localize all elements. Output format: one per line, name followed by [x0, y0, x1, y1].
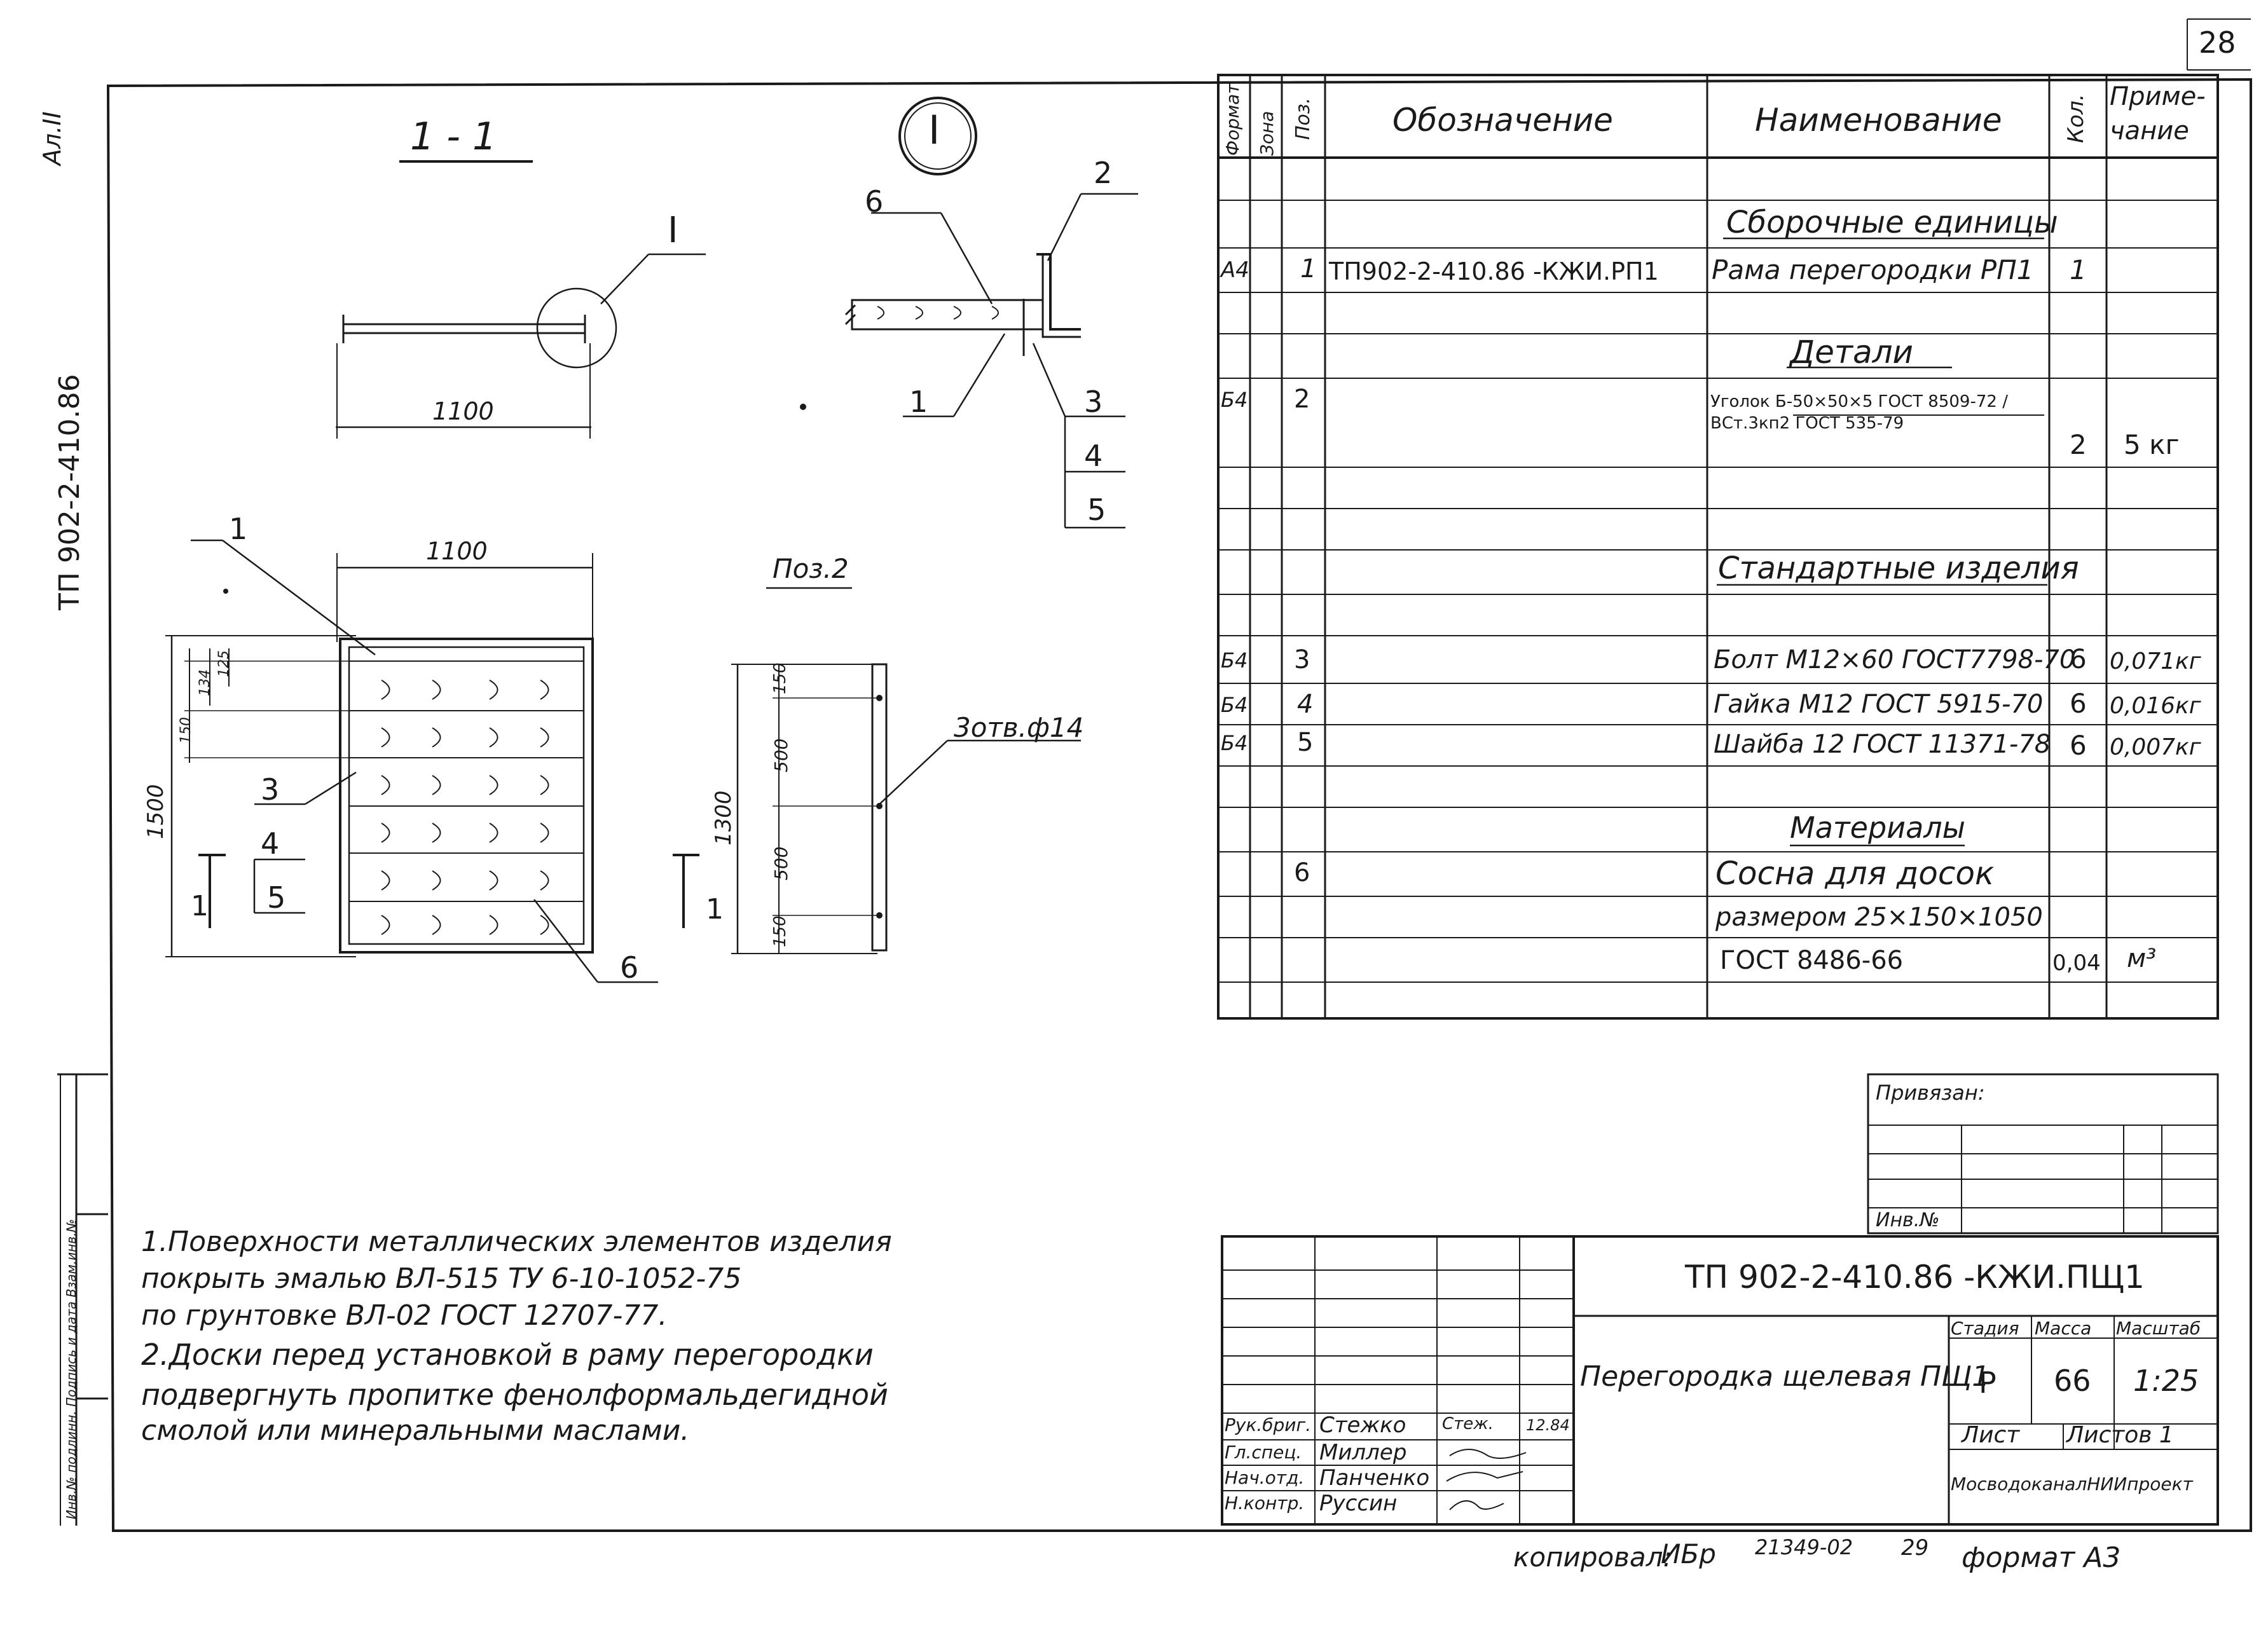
holes-label: 3отв.ф14: [954, 712, 1084, 743]
copied-label: копировал:: [1513, 1542, 1672, 1573]
note-line-5: подвергнуть пропитке фенолформальдегидно…: [141, 1378, 888, 1412]
sheets-label: Листов 1: [2066, 1422, 2174, 1448]
name-2: Миллер: [1319, 1440, 1407, 1465]
row-3-name: Болт М12×60 ГОСТ7798-70: [1714, 645, 2076, 674]
row-3-format: Б4: [1221, 648, 1248, 673]
row-2-pos: 2: [1294, 385, 1310, 414]
callout-mark: I: [668, 210, 678, 251]
leader-3: 3: [1084, 385, 1103, 419]
general-notes: 1.Поверхности металлических элементов из…: [141, 1224, 892, 1447]
binding-label: Привязан:: [1876, 1081, 1985, 1105]
leader-2: 2: [1094, 156, 1113, 190]
col-name-header: Наименование: [1755, 102, 2002, 139]
col-designation-header: Обозначение: [1392, 102, 1613, 139]
stage-label: Стадия: [1951, 1318, 2019, 1339]
row-5-pos: 5: [1297, 728, 1314, 757]
dim-1100-plan: 1100: [426, 537, 488, 565]
sign-1: Стеж.: [1442, 1414, 1494, 1433]
name-1: Стежко: [1319, 1413, 1406, 1438]
organization: МосводоканалНИИпроект: [1951, 1474, 2193, 1495]
section-title: 1 - 1: [410, 114, 497, 159]
heading-materials: Материалы: [1790, 811, 1965, 845]
row-5-format: Б4: [1221, 731, 1248, 755]
footer-num: 29: [1901, 1535, 1929, 1561]
row-1-qty: 1: [2070, 254, 2087, 285]
drawing-title: Перегородка щелевая ПЩ1: [1580, 1360, 1990, 1393]
row-4-qty: 6: [2070, 688, 2087, 719]
row-5-name: Шайба 12 ГОСТ 11371-78: [1714, 730, 2051, 759]
mass-value: 66: [2054, 1364, 2091, 1398]
sheet-label: Лист: [1962, 1422, 2020, 1448]
role-1: Рук.бриг.: [1225, 1414, 1312, 1435]
row-4-format: Б4: [1221, 693, 1248, 717]
row-4-pos: 4: [1297, 690, 1314, 719]
leader-6: 6: [865, 184, 884, 219]
note-line-2: покрыть эмалью ВЛ-515 ТУ 6-10-1052-75: [141, 1262, 742, 1295]
row-1-designation: ТП902-2-410.86 -КЖИ.РП1: [1329, 257, 1659, 285]
row-1-pos: 1: [1300, 254, 1317, 284]
row-6-name-gost: ГОСТ 8486-66: [1720, 946, 1904, 975]
role-3: Нач.отд.: [1225, 1467, 1305, 1488]
plan-leader-1: 1: [229, 512, 248, 546]
row-2-name: Уголок Б-50×50×5 ГОСТ 8509-72 / ВСт.3кп2…: [1710, 392, 2008, 433]
leader-5: 5: [1087, 493, 1106, 527]
mass-label: Масса: [2035, 1318, 2092, 1339]
note-line-3: по грунтовке ВЛ-02 ГОСТ 12707-77.: [141, 1299, 668, 1332]
footer-inv: 21349-02: [1755, 1535, 1853, 1559]
name-4: Руссин: [1319, 1491, 1398, 1516]
page-number: 28: [2199, 25, 2236, 60]
row-5-qty: 6: [2070, 730, 2087, 761]
leader-4: 4: [1084, 439, 1103, 473]
heading-standard: Стандартные изделия: [1718, 551, 2079, 586]
leader-1: 1: [909, 385, 928, 419]
role-4: Н.контр.: [1225, 1493, 1305, 1514]
pos2-title: Поз.2: [773, 553, 849, 584]
heading-assemblies: Сборочные единицы: [1726, 205, 2058, 240]
binding-inv-label: Инв.№: [1876, 1209, 1940, 1231]
row-1-name: Рама перегородки РП1: [1712, 254, 2034, 285]
format-label: формат А3: [1962, 1542, 2121, 1574]
row-4-name: Гайка М12 ГОСТ 5915-70: [1714, 690, 2044, 719]
row-6-qty: 0,04: [2052, 950, 2101, 976]
cut-mark-right: 1: [706, 893, 724, 926]
row-2-qty: 2: [2070, 429, 2087, 460]
copied-signature: ИБр: [1661, 1538, 1716, 1570]
note-line-4: 2.Доски перед установкой в раму перегоро…: [141, 1337, 874, 1372]
role-2: Гл.спец.: [1225, 1442, 1302, 1463]
detail-callout-circle: [536, 287, 617, 369]
row-1-format: А4: [1221, 257, 1249, 283]
date-1: 12.84: [1526, 1416, 1570, 1434]
row-3-note: 0,071кг: [2110, 648, 2201, 674]
row-4-note: 0,016кг: [2110, 693, 2201, 719]
stage-value: Р: [1979, 1365, 1997, 1400]
drawing-frame: [106, 78, 2252, 1532]
detail-mark: I: [928, 107, 940, 153]
row-2-format: Б4: [1221, 388, 1248, 412]
drawing-code: ТП 902-2-410.86 -КЖИ.ПЩ1: [1685, 1259, 2145, 1296]
row-2-note: 5 кг: [2124, 429, 2180, 460]
row-3-pos: 3: [1294, 645, 1310, 674]
plan-leader-3: 3: [261, 772, 280, 807]
plan-leader-6: 6: [620, 950, 639, 985]
note-line-6: смолой или минеральными маслами.: [141, 1414, 690, 1447]
plan-leader-5: 5: [267, 880, 286, 915]
row-6-note: м³: [2127, 944, 2157, 973]
col-note-header: Приме-чание: [2110, 82, 2206, 146]
row-6-name-size: размером 25×150×1050: [1715, 903, 2043, 932]
scale-label: Масштаб: [2116, 1318, 2201, 1339]
scale-value: 1:25: [2133, 1364, 2199, 1398]
name-3: Панченко: [1319, 1465, 1430, 1491]
row-6-pos: 6: [1294, 858, 1310, 887]
dim-1100-top: 1100: [432, 397, 494, 425]
cut-mark-left: 1: [191, 890, 209, 922]
note-line-1: 1.Поверхности металлических элементов из…: [141, 1226, 892, 1258]
row-6-name: Сосна для досок: [1715, 855, 1995, 892]
plan-leader-4: 4: [261, 826, 280, 861]
row-3-qty: 6: [2070, 643, 2087, 674]
row-5-note: 0,007кг: [2110, 734, 2201, 760]
heading-details: Детали: [1790, 334, 1914, 371]
